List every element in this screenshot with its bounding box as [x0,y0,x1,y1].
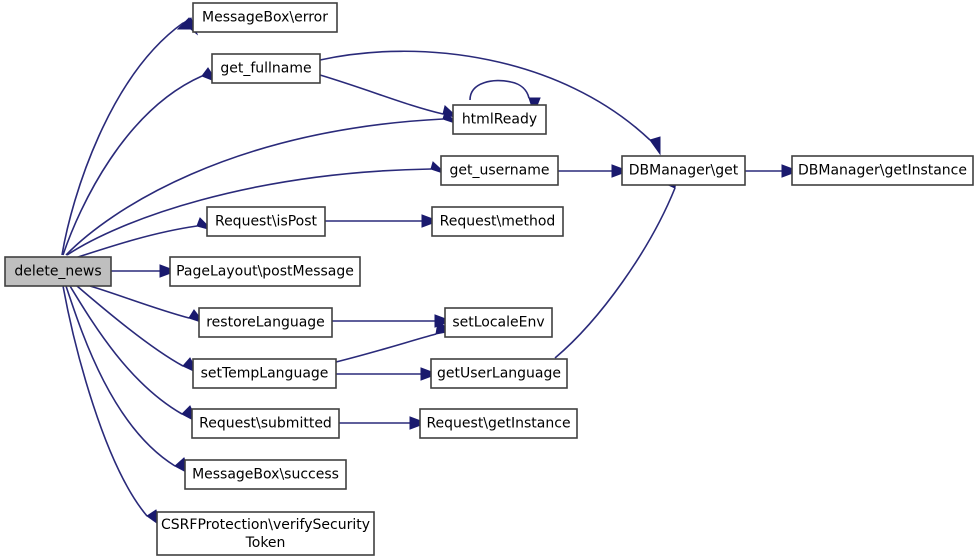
graph-node-request-ispost[interactable]: Request\isPost [206,206,326,237]
edge-line [61,22,184,256]
node-rect[interactable] [431,206,564,237]
edge-line [469,79,530,101]
edge-line [335,333,437,363]
node-rect[interactable] [198,307,333,338]
node-rect[interactable] [440,155,559,186]
edge-line [69,285,183,415]
node-label: setTempLanguage [201,366,329,382]
graph-node-messagebox-error[interactable]: MessageBox\error [192,2,338,33]
node-rect[interactable] [452,104,547,135]
node-label: Request\getInstance [426,416,570,432]
node-label: get_username [450,163,550,179]
arrowhead-icon [611,164,629,178]
call-edge [745,164,799,178]
node-rect[interactable] [791,155,974,186]
edge-line [554,187,676,359]
edge-line [65,285,176,467]
node-label: Request\method [440,214,556,230]
node-rect[interactable] [211,53,321,84]
edge-line [62,285,148,517]
arrowhead-icon [420,367,438,381]
node-rect[interactable] [156,511,375,556]
edge-line [319,50,651,141]
graph-node-dbmanager-get[interactable]: DBManager\get [621,155,746,186]
node-label: MessageBox\success [192,467,339,483]
node-label: restoreLanguage [206,315,325,331]
call-edge [335,321,454,363]
call-edge [554,170,678,359]
call-edge [61,17,199,256]
arrowhead-icon [649,136,661,156]
call-edge [111,264,177,278]
node-label: MessageBox\error [202,10,328,26]
node-label: DBManager\get [629,163,739,179]
arrowhead-icon [781,164,799,178]
call-edge [319,74,459,119]
call-edge [89,285,206,324]
node-rect[interactable] [419,408,578,439]
graph-node-request-getinst[interactable]: Request\getInstance [419,408,578,439]
nodes-layer: delete_news MessageBox\error get_fullnameh… [4,2,974,556]
call-edge [332,314,452,328]
edge-line [319,74,444,115]
node-rect[interactable] [184,459,347,490]
node-rect[interactable] [206,206,326,237]
arrowhead-icon [159,264,177,278]
node-label-line2: Token [245,535,286,551]
call-edge [76,285,200,375]
graph-node-get-username[interactable]: get_username [440,155,559,186]
arrowhead-icon [409,416,427,430]
node-label: delete_news [14,264,101,280]
node-rect[interactable] [192,358,337,389]
node-rect[interactable] [621,155,746,186]
node-label: setLocaleEnv [452,315,544,331]
node-label: get_fullname [220,61,311,77]
graph-node-request-method[interactable]: Request\method [431,206,564,237]
arrowhead-icon [421,214,439,228]
graph-node-delete-news[interactable]: delete_news [4,256,112,287]
call-edge [325,214,439,228]
call-edge [319,50,661,156]
call-edge [558,164,629,178]
edge-line [62,75,203,256]
call-edge [69,285,199,424]
edge-line [74,225,198,259]
node-label: PageLayout\postMessage [176,264,354,280]
call-edge [336,367,438,381]
graph-node-messagebox-success[interactable]: MessageBox\success [184,459,347,490]
edge-line [65,118,444,256]
graph-node-htmlready[interactable]: htmlReady [452,104,547,135]
graph-node-restorelanguage[interactable]: restoreLanguage [198,307,333,338]
graph-node-request-submitted[interactable]: Request\submitted [191,408,340,439]
node-label: Request\submitted [199,416,332,432]
call-edge [339,416,427,430]
node-label: getUserLanguage [437,366,561,382]
graph-node-settemplanguage[interactable]: setTempLanguage [192,358,337,389]
graph-node-dbmanager-getinst[interactable]: DBManager\getInstance [791,155,974,186]
node-rect[interactable] [430,358,568,389]
node-rect[interactable] [191,408,340,439]
node-rect[interactable] [192,2,338,33]
graph-node-setlocaleenv[interactable]: setLocaleEnv [444,307,553,338]
graph-node-pagelayout-post[interactable]: PageLayout\postMessage [169,256,361,287]
graph-node-get-fullname[interactable]: get_fullname [211,53,321,84]
edge-line [89,285,190,319]
node-rect[interactable] [4,256,112,287]
graph-node-getuserlanguage[interactable]: getUserLanguage [430,358,568,389]
edge-line [76,285,184,367]
node-label: Request\isPost [215,214,318,230]
edge-line [66,168,432,256]
node-label: htmlReady [462,112,537,128]
node-rect[interactable] [444,307,553,338]
node-rect[interactable] [169,256,361,287]
node-label: DBManager\getInstance [798,163,967,179]
node-label: CSRFProtection\verifySecurity [161,517,370,533]
